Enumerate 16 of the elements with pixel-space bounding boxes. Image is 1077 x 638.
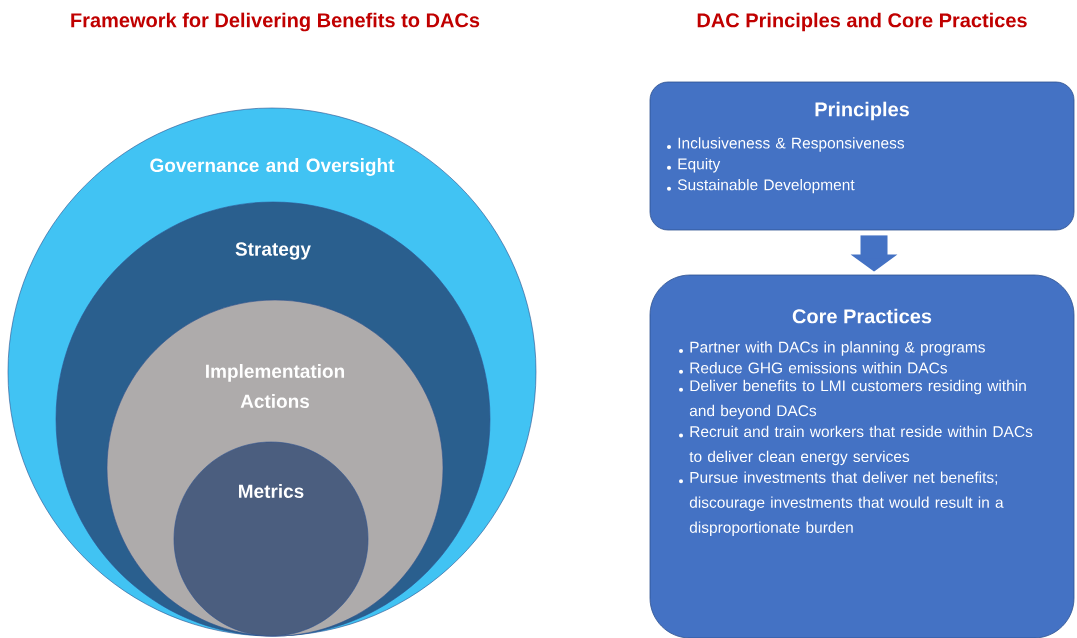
bullet-item: Partner with DACs in planning & programs bbox=[679, 341, 985, 356]
bullet-item: Recruit and train workers that reside within DACs to deliver clean energy services bbox=[679, 425, 1033, 466]
bullet-item: Pursue investments that deliver net benefits; discourage investments that would result in a disproportionate burden bbox=[679, 471, 1004, 536]
panel-title: DAC Principles and Core Practices bbox=[697, 12, 1027, 32]
bullet-item: Inclusiveness & Responsiveness bbox=[667, 137, 905, 152]
bullet-item: Reduce GHG emissions within DACs bbox=[679, 362, 947, 374]
bullet-item: Sustainable Development bbox=[667, 178, 855, 194]
bullet-item: Deliver benefits to LMI customers residing within and beyond DACs bbox=[679, 379, 1026, 420]
circle-label: Metrics bbox=[239, 484, 304, 498]
box-heading: Core Practices bbox=[792, 308, 932, 324]
bullet-item: Equity bbox=[667, 158, 721, 173]
circle-label: Implementation Actions bbox=[206, 364, 345, 408]
box-heading: Principles bbox=[815, 101, 909, 121]
circle-label: Governance and Oversight bbox=[150, 158, 395, 176]
panel-title: Framework for Delivering Benefits to DACs bbox=[71, 12, 480, 32]
circle-label: Strategy bbox=[235, 242, 311, 260]
